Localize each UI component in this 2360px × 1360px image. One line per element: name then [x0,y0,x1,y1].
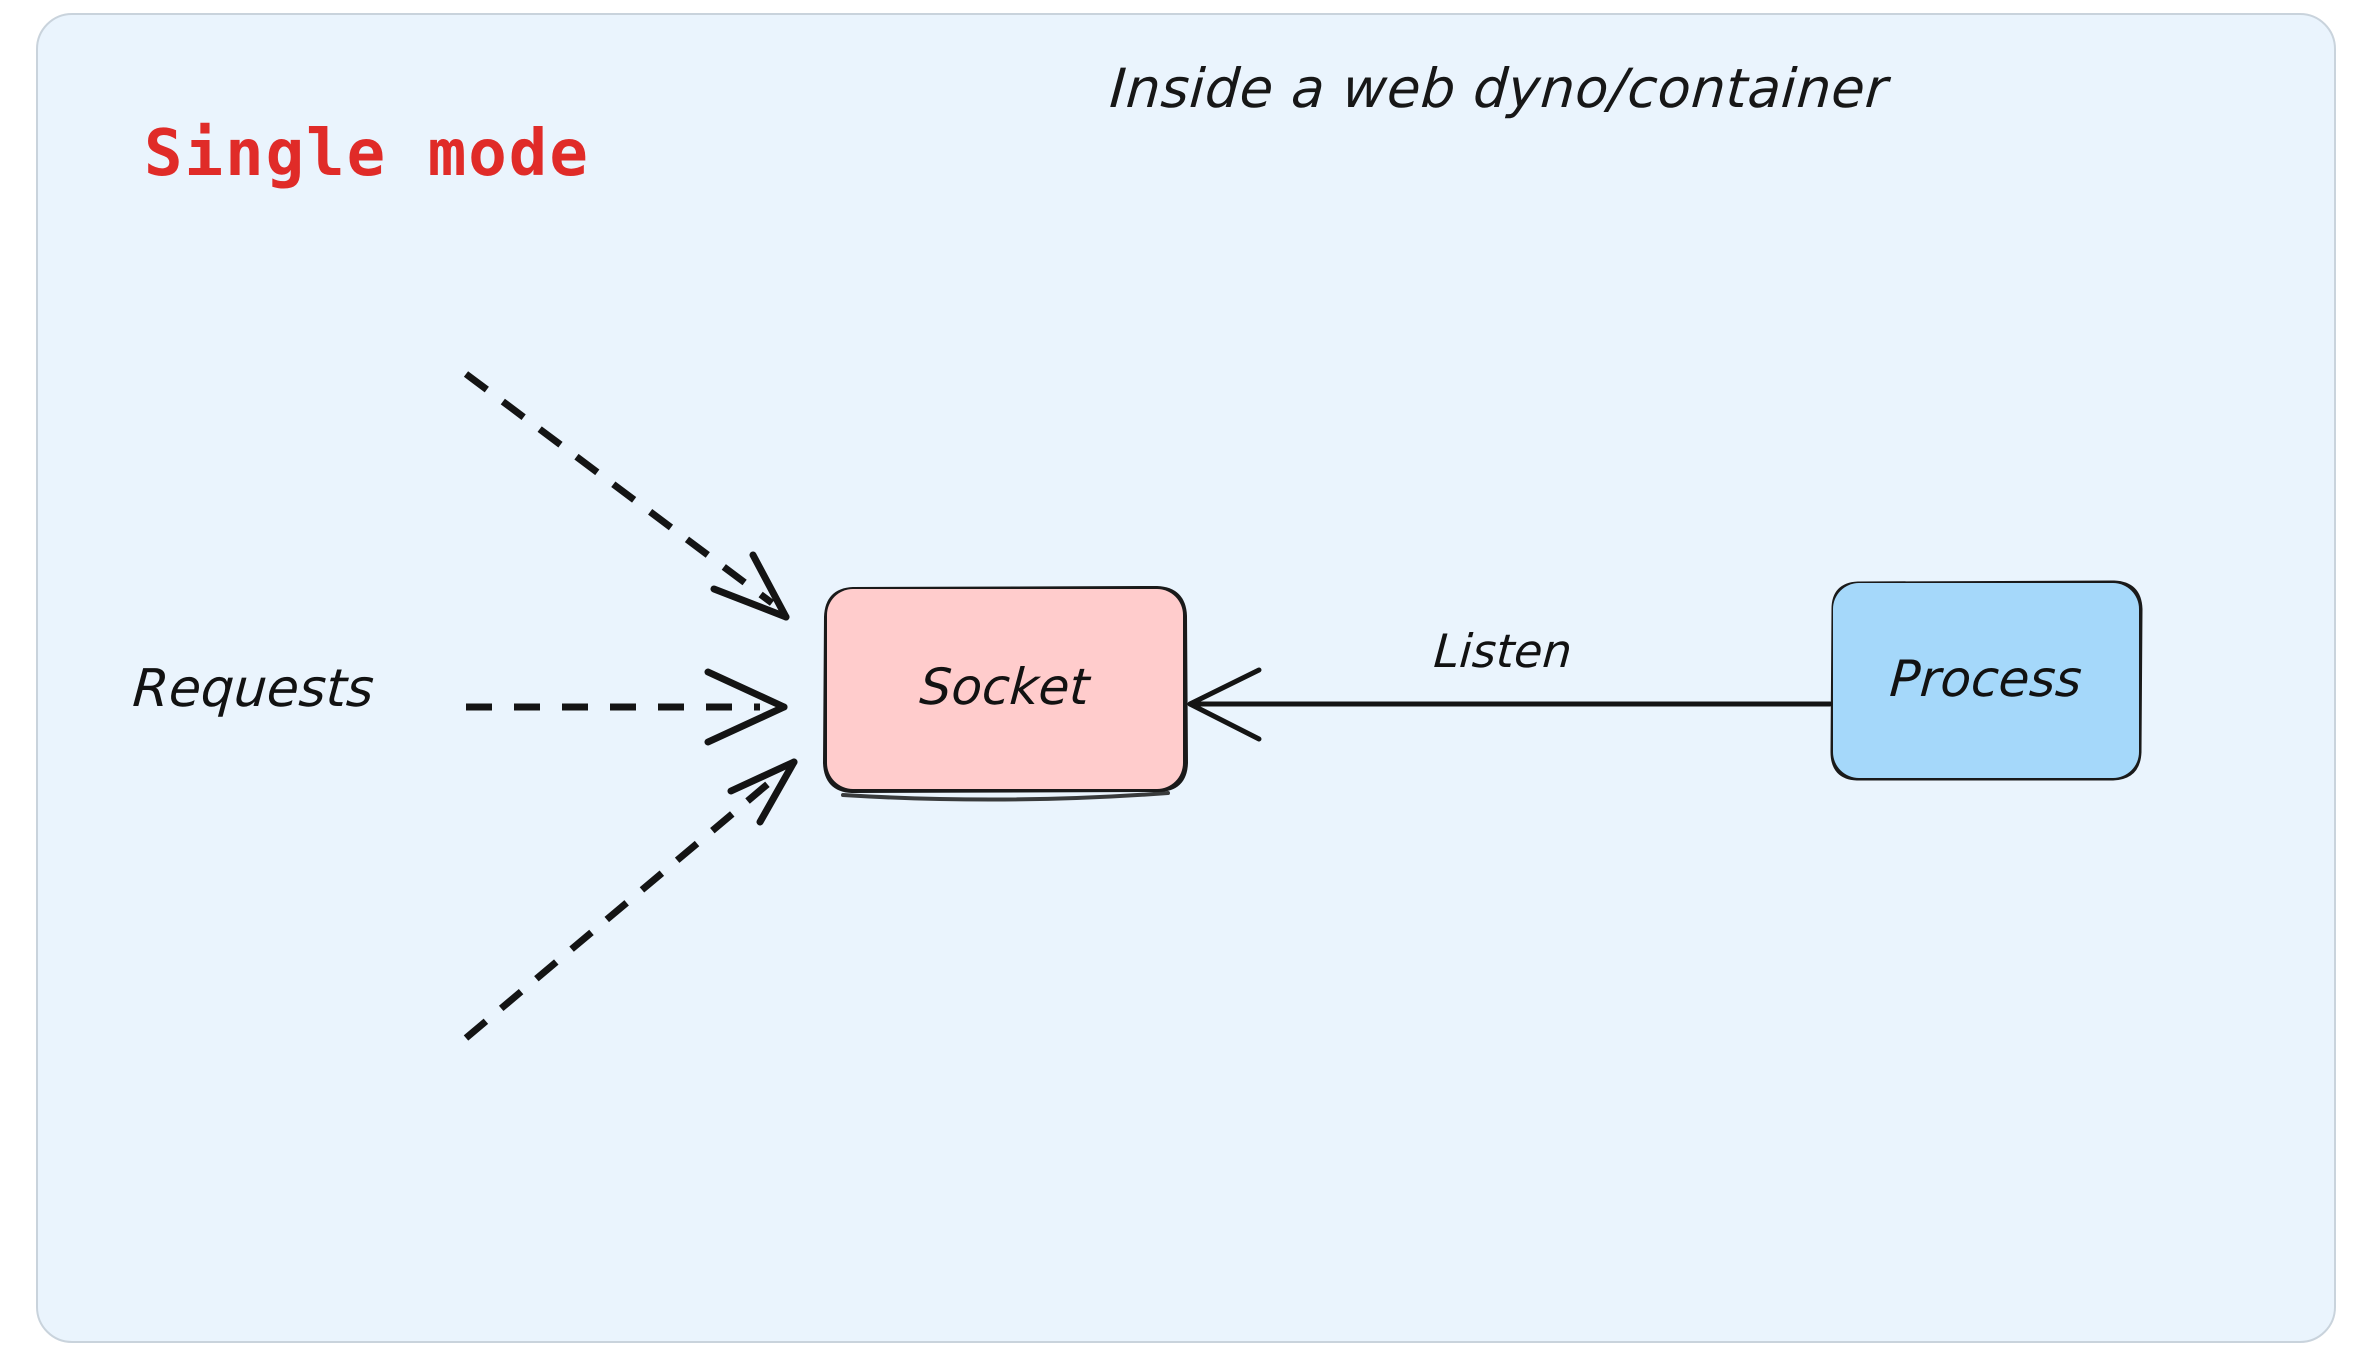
node-socket[interactable]: Socket [827,589,1183,789]
container-caption: Inside a web dyno/container [1107,57,1891,120]
node-process[interactable]: Process [1833,583,2139,778]
node-process-label: Process [1888,649,2084,708]
edge-label-listen: Listen [1432,624,1574,678]
node-socket-label: Socket [918,658,1092,716]
page-title: Single mode [144,117,590,191]
edge-label-requests: Requests [130,659,376,719]
